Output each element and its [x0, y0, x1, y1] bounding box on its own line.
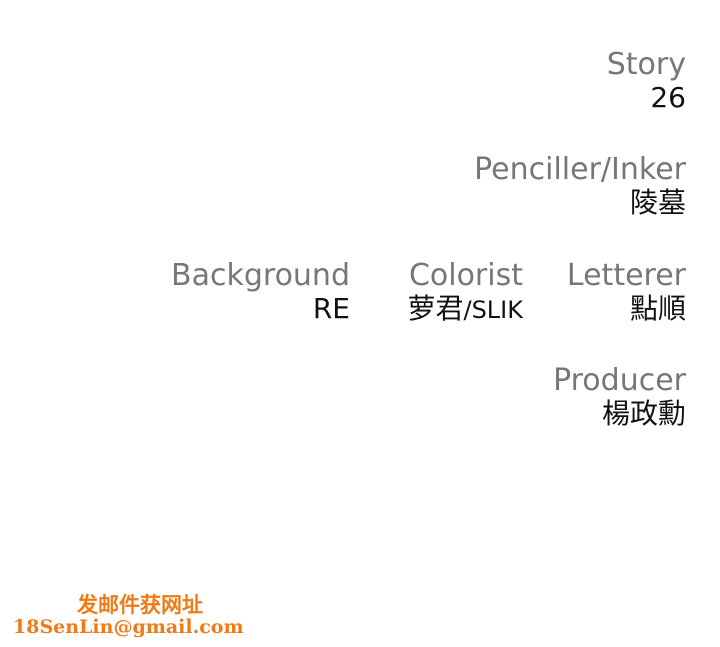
credit-producer: Producer 楊政勳 — [553, 366, 686, 428]
watermark-line1: 发邮件获网址 — [77, 592, 203, 617]
penciller-value: 陵墓 — [629, 186, 686, 219]
producer-value: 楊政勳 — [601, 397, 686, 430]
colorist-value-main: 萝君 — [407, 292, 464, 325]
credit-penciller-inker: Penciller/Inker 陵墓 — [474, 155, 686, 217]
producer-label: Producer — [553, 363, 686, 398]
colorist-label: Colorist — [408, 258, 523, 293]
watermark-email: 18SenLin@gmail.com — [13, 616, 244, 638]
letterer-label: Letterer — [566, 258, 686, 293]
background-label: Background — [171, 258, 350, 293]
colorist-value: 萝君/SLIK — [407, 295, 523, 323]
watermark: 发邮件获网址 18SenLin@gmail.com — [13, 592, 244, 638]
story-value: 26 — [650, 81, 686, 114]
credit-background: Background RE — [171, 261, 350, 323]
credit-story: Story 26 — [607, 50, 686, 112]
story-label: Story — [606, 47, 686, 82]
colorist-value-suffix: /SLIK — [463, 296, 523, 324]
letterer-value: 點順 — [629, 292, 686, 325]
credit-letterer: Letterer 點順 — [567, 261, 686, 323]
background-value: RE — [312, 292, 350, 325]
credit-colorist: Colorist 萝君/SLIK — [407, 261, 523, 323]
penciller-label: Penciller/Inker — [474, 152, 686, 187]
